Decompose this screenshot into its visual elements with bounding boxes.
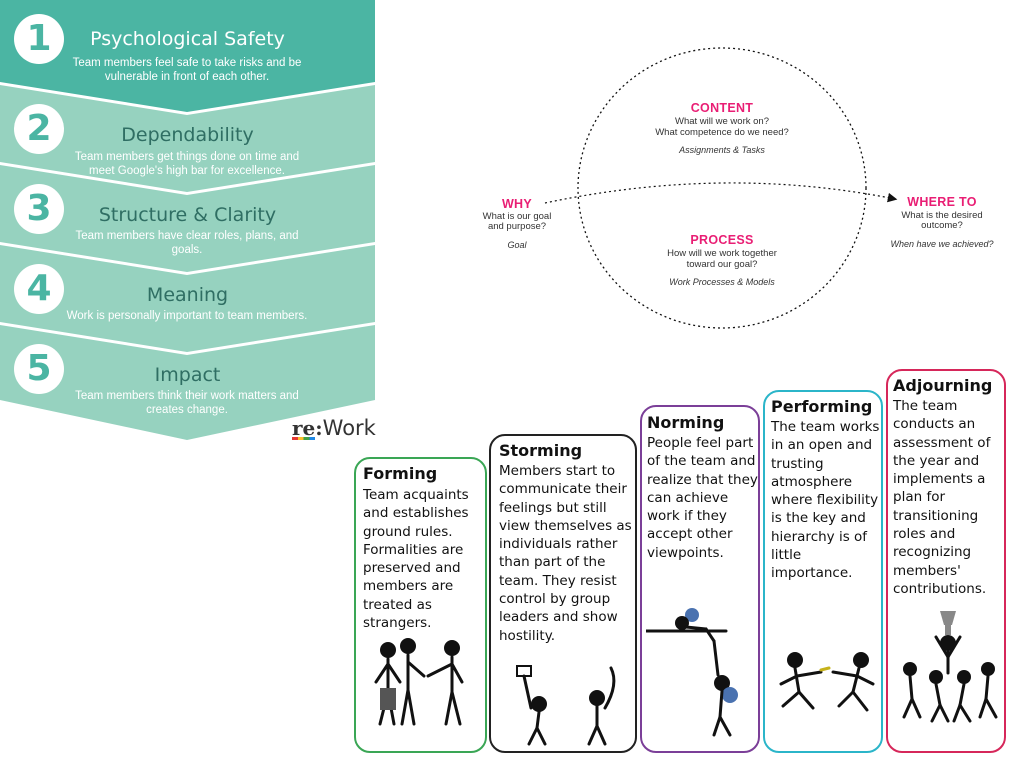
stage-description: Team acquaints and establishes ground ru… [363, 487, 469, 632]
step-number-badge: 3 [14, 184, 64, 234]
step-description: Team members have clear roles, plans, an… [75, 230, 299, 256]
logo-prefix: re [292, 416, 316, 440]
step-description: Team members get things done on time and… [74, 151, 300, 177]
step-title: Dependability [121, 124, 254, 146]
band-4 [0, 245, 375, 352]
stage-title: Storming [499, 441, 583, 460]
forming-figures-icon [374, 638, 464, 726]
stage-card-storming: Storming Members start to communicate th… [489, 434, 637, 753]
why-note: Goal [507, 240, 527, 250]
where-to-heading: WHERE TO [907, 195, 977, 209]
process-line-2: toward our goal? [686, 259, 758, 270]
stage-title: Adjourning [893, 376, 993, 395]
performing-figures-icon [779, 652, 875, 712]
chevron-bands [0, 0, 375, 440]
band-2 [0, 85, 375, 192]
stage-card-performing: Performing The team works in an open and… [763, 390, 883, 753]
stage-title: Norming [647, 413, 725, 432]
band-3 [0, 165, 375, 272]
why-heading: WHY [501, 197, 533, 211]
team-purpose-diagram: CONTENT What will we work on? What compe… [470, 40, 1010, 340]
rework-team-effectiveness-panel: 1 Psychological Safety Team members feel… [0, 0, 375, 440]
logo-word: Work [322, 416, 376, 440]
stage-title: Performing [771, 397, 873, 416]
stage-title: Forming [363, 464, 438, 483]
step-number-badge: 5 [14, 344, 64, 394]
step-title: Impact [154, 364, 221, 386]
content-line-1: What will we work on? [675, 116, 769, 127]
stage-card-forming: Forming Team acquaints and establishes g… [354, 457, 487, 753]
process-heading: PROCESS [690, 233, 754, 247]
step-description: Team members think their work matters an… [75, 390, 299, 416]
step-description: Work is personally important to team mem… [66, 310, 308, 322]
step-number-badge: 4 [14, 264, 64, 314]
stage-description: The team works in an open and trusting a… [771, 419, 880, 582]
content-note: Assignments & Tasks [679, 145, 765, 155]
adjourning-trophy-figures-icon [902, 611, 998, 723]
process-line-1: How will we work together [667, 248, 777, 259]
where-to-line-1: What is the desired [901, 210, 983, 221]
step-number-badge: 2 [14, 104, 64, 154]
step-title: Meaning [146, 284, 229, 306]
content-line-2: What competence do we need? [655, 127, 789, 138]
content-heading: CONTENT [690, 101, 754, 115]
dotted-arrow [544, 182, 898, 204]
stage-description: The team conducts an assessment of the y… [893, 398, 991, 597]
step-number-badge: 1 [14, 14, 64, 64]
step-title: Psychological Safety [90, 28, 285, 50]
stage-description: People feel part of the team and realize… [647, 435, 758, 561]
why-line-1: What is our goal [482, 211, 552, 222]
step-title: Structure & Clarity [98, 204, 277, 226]
band-5 [0, 325, 375, 440]
process-note: Work Processes & Models [669, 277, 775, 287]
storming-figures-icon [516, 665, 616, 746]
band-1 [0, 0, 375, 112]
rework-logo: re:Work [292, 416, 376, 440]
where-to-note: When have we achieved? [890, 239, 994, 249]
where-to-line-2: outcome? [921, 220, 963, 231]
dotted-circle [577, 47, 867, 329]
norming-figures-icon [646, 608, 738, 737]
why-line-2: and purpose? [487, 221, 547, 232]
logo-colon: : [315, 416, 323, 440]
stage-card-norming: Norming People feel part of the team and… [640, 405, 760, 753]
stage-card-adjourning: Adjourning The team conducts an assessme… [886, 369, 1006, 753]
diagram-graphics [544, 47, 898, 329]
stage-description: Members start to communicate their feeli… [499, 463, 632, 644]
step-description: Team members feel safe to take risks and… [72, 57, 302, 83]
